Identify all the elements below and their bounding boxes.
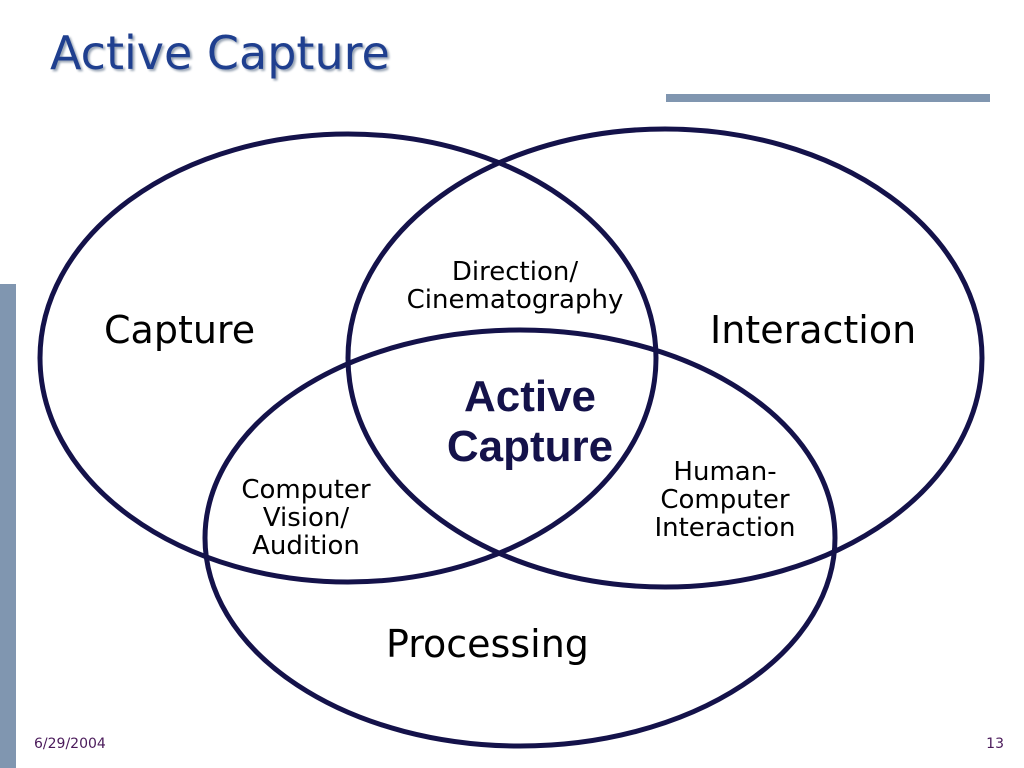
computer-line: Computer <box>660 485 790 515</box>
footer-date: 6/29/2004 <box>34 736 106 752</box>
left-accent-bar <box>0 284 16 768</box>
processing-label: Processing <box>386 622 589 666</box>
capture-line: Capture <box>446 422 614 471</box>
audition-line: Audition <box>252 531 360 561</box>
slide-title: Active Capture <box>50 26 390 80</box>
computer-line: Computer <box>241 475 371 505</box>
cinematography-line: Cinematography <box>406 285 624 315</box>
active-line: Active <box>463 372 597 421</box>
direction-cinematography-label: Direction/ Cinematography <box>376 258 654 314</box>
footer-page-number: 13 <box>986 736 1004 752</box>
title-underline-bar <box>666 94 990 102</box>
human-line: Human- <box>673 457 777 487</box>
interaction-label: Interaction <box>710 308 917 352</box>
vision-line: Vision/ <box>262 503 350 533</box>
human-computer-interaction-label: Human- Computer Interaction <box>626 458 824 542</box>
interaction-circle <box>345 126 985 590</box>
interaction-line: Interaction <box>654 513 796 543</box>
direction-line: Direction/ <box>451 257 579 287</box>
capture-label: Capture <box>104 308 256 352</box>
computer-vision-audition-label: Computer Vision/ Audition <box>212 476 400 560</box>
capture-circle <box>37 131 659 585</box>
processing-circle <box>202 327 838 749</box>
active-capture-center-label: Active Capture <box>412 372 648 472</box>
